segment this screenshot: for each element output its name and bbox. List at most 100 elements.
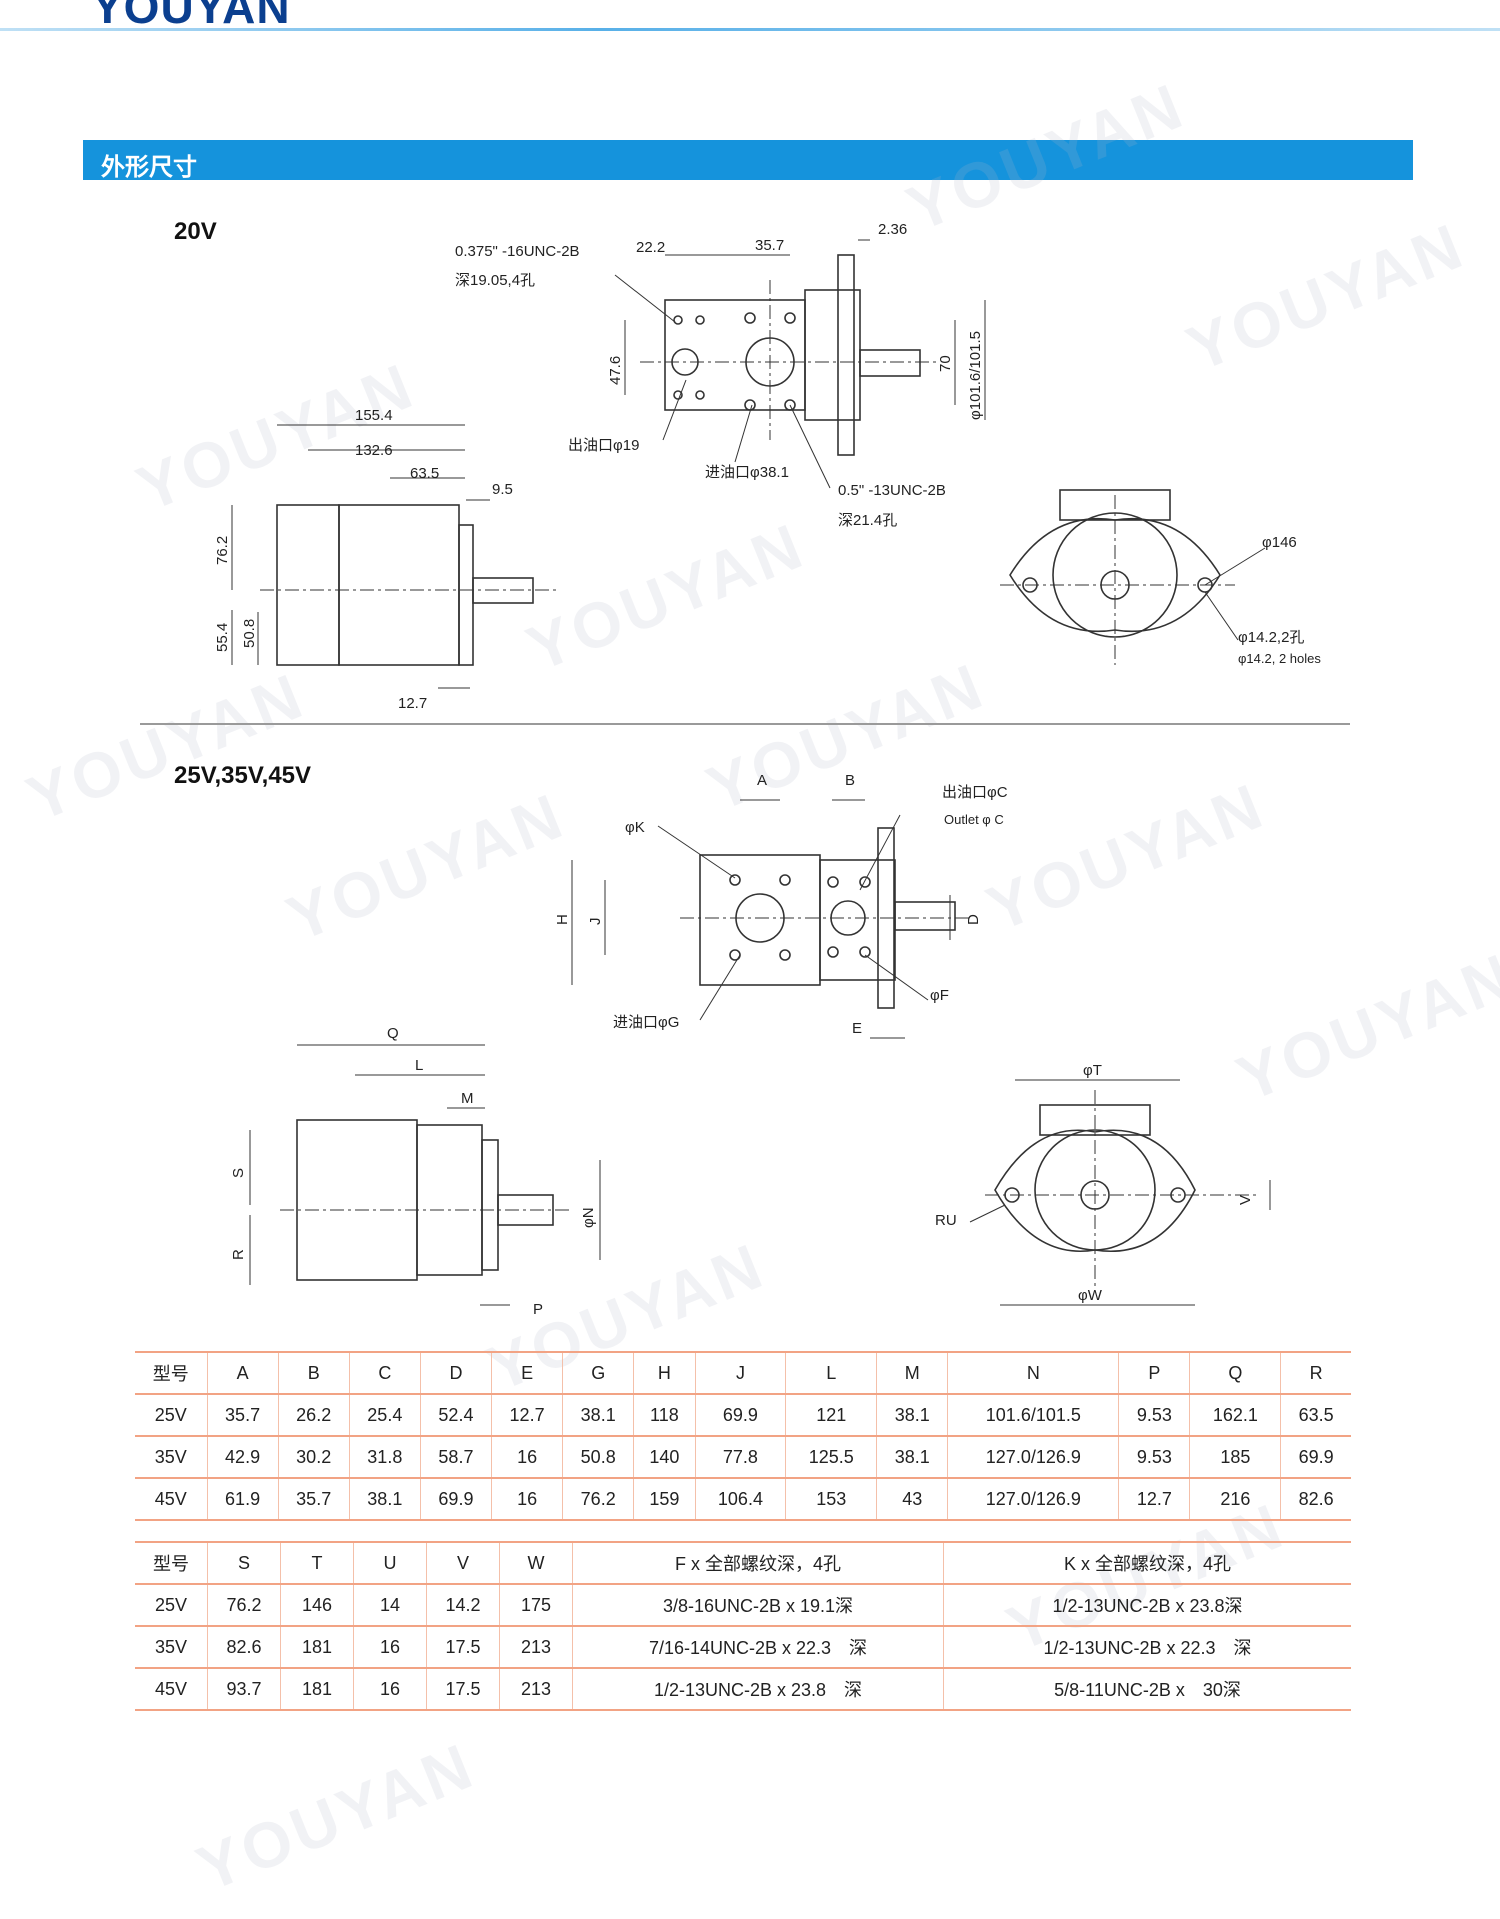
table-cell: 25.4 bbox=[349, 1394, 421, 1436]
table-cell: 1/2-13UNC-2B x 23.8 深 bbox=[572, 1668, 944, 1710]
table-row: 25V 35.7 26.2 25.4 52.4 12.7 38.1 118 69… bbox=[135, 1394, 1351, 1436]
dim-thread-top: 0.375" -16UNC-2B bbox=[455, 243, 580, 260]
dim-S: S bbox=[230, 1168, 247, 1178]
table-header-row: 型号 S T U V W F x 全部螺纹深，4孔 K x 全部螺纹深，4孔 bbox=[135, 1542, 1351, 1584]
dim-B: B bbox=[845, 772, 855, 789]
table-cell: 216 bbox=[1189, 1478, 1282, 1520]
table-row: 45V 61.9 35.7 38.1 69.9 16 76.2 159 106.… bbox=[135, 1478, 1351, 1520]
dim-22-2: 22.2 bbox=[636, 239, 665, 256]
table-cell: 162.1 bbox=[1189, 1394, 1282, 1436]
label-inlet-38-1: 进油口φ38.1 bbox=[705, 464, 789, 481]
table-cell: 16 bbox=[353, 1626, 427, 1668]
dim-12-7: 12.7 bbox=[398, 695, 427, 712]
table-header: V bbox=[426, 1542, 500, 1584]
section-title: 外形尺寸 bbox=[101, 154, 197, 181]
dim-101-6: φ101.6/101.5 bbox=[967, 331, 984, 420]
dim-155-4: 155.4 bbox=[355, 407, 393, 424]
table-cell: 9.53 bbox=[1118, 1394, 1191, 1436]
table-cell: 69.9 bbox=[1298, 1446, 1334, 1467]
dim-55-4: 55.4 bbox=[214, 623, 231, 652]
table-cell: 5/8-11UNC-2B x 30深 bbox=[1054, 1680, 1241, 1700]
table-cell: 118 bbox=[633, 1394, 696, 1436]
table-header: H bbox=[633, 1352, 696, 1394]
table-header: W bbox=[499, 1542, 573, 1584]
watermark: YOUYAN bbox=[187, 1728, 485, 1906]
table-cell: 181 bbox=[280, 1626, 354, 1668]
table-cell: 35.7 bbox=[207, 1394, 279, 1436]
table-cell: 76.2 bbox=[562, 1478, 635, 1520]
section-header-bar: 外形尺寸 bbox=[83, 140, 1413, 181]
header-divider bbox=[0, 28, 1500, 31]
table-cell: 1/2-13UNC-2B x 23.8深 bbox=[1052, 1596, 1243, 1616]
table-cell: 77.8 bbox=[695, 1436, 787, 1478]
dim-47-6: 47.6 bbox=[607, 356, 624, 385]
table-cell: 69.9 bbox=[695, 1394, 787, 1436]
table-cell: 93.7 bbox=[207, 1668, 281, 1710]
table-cell: 82.6 bbox=[1298, 1488, 1334, 1509]
dim-P: P bbox=[533, 1301, 543, 1318]
dim-W: φW bbox=[1078, 1287, 1103, 1304]
label-outlet-C-en: Outlet φ C bbox=[944, 812, 1004, 827]
table-header: S bbox=[207, 1542, 281, 1584]
table-cell: 153 bbox=[785, 1478, 878, 1520]
table-header: R bbox=[1309, 1362, 1323, 1383]
model-label-25v-35v-45v: 25V,35V,45V bbox=[174, 762, 312, 789]
table-cell: 1/2-13UNC-2B x 22.3 深 bbox=[1043, 1638, 1252, 1658]
dim-N: φN bbox=[580, 1207, 597, 1228]
label-holes-cn: φ14.2,2孔 bbox=[1238, 629, 1304, 646]
drawing-25v-side bbox=[249, 1044, 601, 1306]
table-cell: 26.2 bbox=[278, 1394, 350, 1436]
dim-50-8: 50.8 bbox=[241, 619, 258, 648]
dimension-table-2: 型号 S T U V W F x 全部螺纹深，4孔 K x 全部螺纹深，4孔 2… bbox=[135, 1541, 1351, 1711]
table-cell: 185 bbox=[1189, 1436, 1282, 1478]
dim-U: RU bbox=[935, 1212, 957, 1229]
table-header-row: 型号 A B C D E G H J L M N P Q R bbox=[135, 1352, 1351, 1394]
label-outlet-19: 出油口φ19 bbox=[568, 437, 639, 454]
dimension-table-1: 型号 A B C D E G H J L M N P Q R 25V 35.7 … bbox=[135, 1351, 1351, 1521]
table-cell: 50.8 bbox=[562, 1436, 635, 1478]
table-cell: 38.1 bbox=[562, 1394, 635, 1436]
table-header: 型号 bbox=[135, 1352, 208, 1394]
table-header: F x 全部螺纹深，4孔 bbox=[572, 1542, 944, 1584]
drawing-20v-side bbox=[231, 424, 560, 689]
dim-E: E bbox=[852, 1020, 862, 1037]
dim-9-5: 9.5 bbox=[492, 481, 513, 498]
dim-63-5: 63.5 bbox=[410, 465, 439, 482]
table-cell: 35.7 bbox=[278, 1478, 350, 1520]
dim-J: J bbox=[587, 918, 604, 926]
dim-D: D bbox=[965, 914, 982, 925]
table-cell: 61.9 bbox=[207, 1478, 279, 1520]
dim-F: φF bbox=[930, 987, 949, 1004]
table-header: B bbox=[278, 1352, 350, 1394]
table-cell: 140 bbox=[633, 1436, 696, 1478]
dim-thread-mid-depth: 深21.4孔 bbox=[838, 512, 897, 529]
table-row: 25V 76.2 146 14 14.2 175 3/8-16UNC-2B x … bbox=[135, 1584, 1351, 1626]
table-cell: 159 bbox=[633, 1478, 696, 1520]
table-row: 45V 93.7 181 16 17.5 213 1/2-13UNC-2B x … bbox=[135, 1668, 1351, 1710]
table-cell: 52.4 bbox=[420, 1394, 493, 1436]
dim-2-36: 2.36 bbox=[878, 221, 907, 238]
table-cell: 35V bbox=[135, 1626, 208, 1668]
table-header: A bbox=[207, 1352, 279, 1394]
table-cell: 30.2 bbox=[278, 1436, 350, 1478]
table-cell: 14 bbox=[353, 1584, 427, 1626]
table-cell: 31.8 bbox=[349, 1436, 421, 1478]
table-cell: 213 bbox=[499, 1626, 573, 1668]
dim-V: V bbox=[1237, 1195, 1254, 1205]
dim-132-6: 132.6 bbox=[355, 442, 393, 459]
table-cell: 16 bbox=[491, 1478, 564, 1520]
table-header: J bbox=[695, 1352, 787, 1394]
dim-Q: Q bbox=[387, 1025, 399, 1042]
table-header: C bbox=[349, 1352, 421, 1394]
table-header: D bbox=[420, 1352, 493, 1394]
table-cell: 17.5 bbox=[426, 1668, 500, 1710]
drawing-20v-front bbox=[614, 239, 986, 489]
table-row: 35V 82.6 181 16 17.5 213 7/16-14UNC-2B x… bbox=[135, 1626, 1351, 1668]
table-cell: 58.7 bbox=[420, 1436, 493, 1478]
table-cell: 127.0/126.9 bbox=[947, 1478, 1120, 1520]
table-header: T bbox=[280, 1542, 354, 1584]
dim-76-2: 76.2 bbox=[214, 536, 231, 565]
table-header: E bbox=[491, 1352, 564, 1394]
table-cell: 9.53 bbox=[1118, 1436, 1191, 1478]
table-cell: 121 bbox=[785, 1394, 878, 1436]
